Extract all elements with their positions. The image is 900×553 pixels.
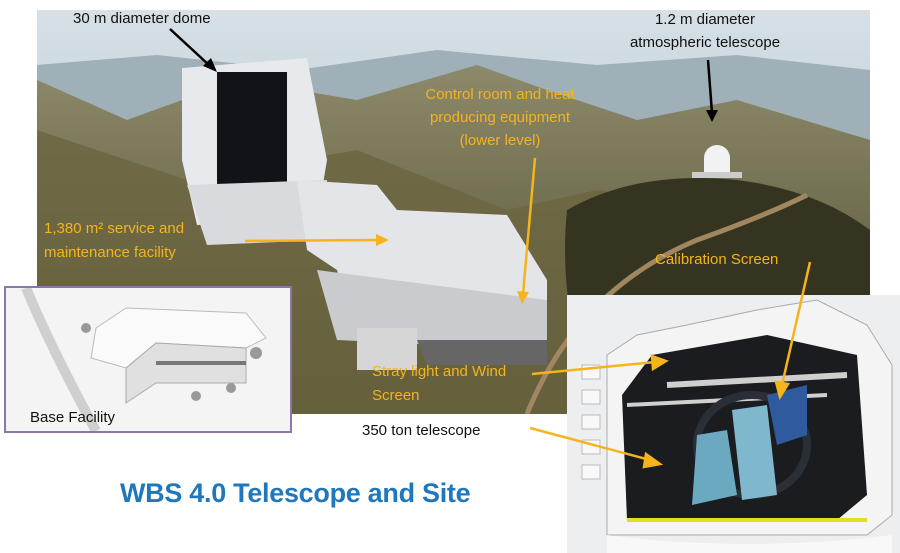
- base-facility-render: [21, 288, 267, 431]
- service-facility-label-line1: 1,380 m² service and: [44, 220, 185, 237]
- stray-light-arrow-icon: [531, 360, 656, 376]
- telescope-arrow-icon: [529, 426, 651, 462]
- atmospheric-telescope-label-line1: 1.2 m diameter: [654, 11, 756, 28]
- base-facility-label: Base Facility: [30, 409, 116, 426]
- control-room-label-line2: producing equipment: [429, 109, 571, 126]
- dome-arrow-icon: [169, 28, 217, 72]
- calibration-arrow-icon: [780, 261, 812, 386]
- telescope-cutaway-render: [567, 295, 900, 553]
- stray-light-label-line2: Screen: [372, 387, 420, 404]
- slide-title: WBS 4.0 Telescope and Site: [120, 478, 471, 508]
- service-facility-label-line2: maintenance facility: [44, 244, 176, 261]
- control-room-label-line1: Control room and heat: [425, 86, 575, 103]
- atmospheric-arrow-icon: [706, 59, 718, 122]
- stray-light-label-line1: Stray light and Wind: [372, 363, 507, 380]
- control-room-arrow-icon: [517, 157, 537, 304]
- calibration-screen-label: Calibration Screen: [655, 251, 779, 268]
- dome-label: 30 m diameter dome: [73, 10, 211, 27]
- atmospheric-telescope-label-line2: atmospheric telescope: [629, 34, 781, 51]
- service-facility-arrow-icon: [244, 234, 389, 246]
- control-room-label-line3: (lower level): [459, 132, 541, 149]
- cutaway-callout-arrows: [529, 261, 812, 469]
- base-facility-inset: Base Facility: [4, 286, 292, 433]
- telescope-label: 350 ton telescope: [362, 422, 481, 439]
